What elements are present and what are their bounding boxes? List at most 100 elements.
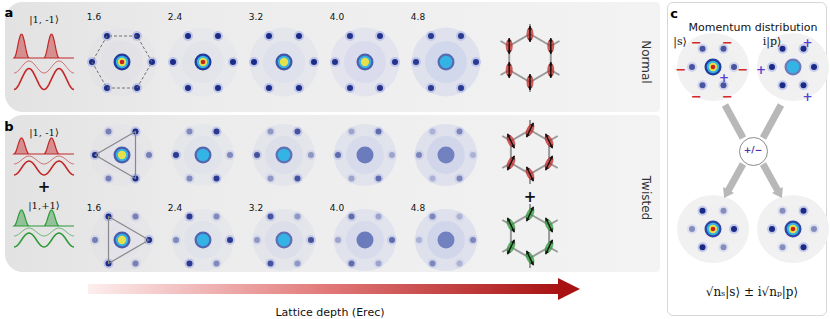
bragg-peak (146, 152, 152, 158)
bragg-peak (801, 82, 807, 88)
arrow-head (549, 144, 552, 148)
orbital-lobe (527, 27, 534, 41)
central-peak (276, 54, 293, 71)
bragg-peak (187, 129, 193, 135)
depth-value: 2.4 (168, 13, 182, 23)
panel-title: Momentum distribution (689, 22, 818, 34)
orbital-arrow (507, 156, 514, 170)
diffuse-halo (331, 28, 400, 97)
bragg-peak (430, 129, 436, 135)
bragg-peak (254, 152, 260, 158)
bragg-peak (214, 129, 220, 135)
arrow-head (530, 177, 534, 181)
peak-glow (225, 150, 235, 160)
diffuse-halo (412, 28, 481, 97)
bragg-peak (227, 152, 233, 158)
bragg-peak (335, 152, 341, 158)
bragg-peak (266, 33, 272, 39)
bragg-peak (458, 85, 464, 91)
bragg-peak (721, 244, 727, 250)
bragg-peak (214, 260, 220, 266)
orbital-density (14, 34, 74, 58)
central-peak (711, 227, 716, 232)
diffuse-halo (184, 221, 222, 259)
peak-glow (767, 62, 777, 72)
diffuse-halo (265, 221, 303, 259)
peak-glow (374, 212, 384, 222)
peak-glow (468, 150, 478, 160)
central-peak (278, 56, 290, 68)
bragg-peak (335, 237, 341, 243)
bragg-peak (295, 175, 301, 181)
peak-glow (183, 83, 193, 93)
peak-glow (778, 206, 788, 216)
orbital-lobe (543, 133, 555, 149)
bragg-peak (347, 85, 353, 91)
bragg-peak (780, 82, 786, 88)
central-peak (785, 59, 802, 76)
peak-glow (212, 258, 222, 268)
orbital-lobe (527, 75, 534, 89)
peak-glow (426, 31, 436, 41)
twisted-lattice-illustration (5, 115, 660, 272)
central-peak (709, 225, 717, 233)
peak-glow (698, 206, 708, 216)
peak-glow (131, 258, 141, 268)
orbital-lobe (543, 217, 555, 233)
peak-glow (455, 212, 465, 222)
bragg-peak (347, 33, 353, 39)
arrow-head (507, 166, 510, 170)
arrow-head (528, 74, 532, 78)
lattice-bond (511, 214, 549, 258)
bragg-peak (349, 214, 355, 220)
bragg-peak (266, 85, 272, 91)
phase-sign: − (676, 63, 687, 77)
bragg-peak (428, 33, 434, 39)
central-peak (707, 223, 719, 235)
image-patch (757, 33, 829, 101)
peak-glow (414, 150, 424, 160)
arrow-head (530, 207, 534, 211)
orbital-lobe (506, 39, 513, 53)
diffuse-halo (91, 124, 153, 186)
bragg-peak (349, 260, 355, 266)
row-label: Normal (638, 40, 651, 83)
phase-sign: + (756, 64, 766, 77)
bragg-peak (801, 244, 807, 250)
peak-glow (719, 206, 729, 216)
peak-glow (293, 173, 303, 183)
orbital-arrow (546, 240, 553, 254)
image-patch (677, 33, 749, 101)
phase-sign: + (719, 72, 729, 85)
orbital-wave (14, 156, 74, 164)
arrow-head (545, 250, 548, 254)
bragg-peak (689, 64, 695, 70)
peak-glow (213, 83, 223, 93)
diffuse-halo (263, 41, 305, 83)
peak-glow (374, 173, 384, 183)
peak-glow (426, 83, 436, 93)
diffuse-halo (265, 136, 303, 174)
peak-glow (347, 173, 357, 183)
central-peak (195, 232, 212, 249)
central-peak (201, 60, 206, 65)
bragg-peak (251, 59, 257, 65)
bragg-peak (700, 208, 706, 214)
depth-value: 4.8 (411, 204, 425, 214)
depth-value: 3.2 (249, 13, 263, 23)
peak-glow (455, 173, 465, 183)
diffuse-halo (88, 28, 157, 97)
orbital-density (14, 210, 74, 226)
peak-glow (213, 31, 223, 41)
peak-glow (212, 127, 222, 137)
plus-sign: + (524, 189, 537, 206)
phase-sign: − (722, 36, 733, 50)
peak-glow (799, 242, 809, 252)
diffuse-halo (334, 124, 396, 186)
state-ket: |1, -1⟩ (29, 127, 59, 138)
bragg-peak (389, 152, 395, 158)
peak-glow (252, 235, 262, 245)
peak-glow (309, 57, 319, 67)
arrow-head (549, 228, 552, 232)
peak-glow (183, 31, 193, 41)
